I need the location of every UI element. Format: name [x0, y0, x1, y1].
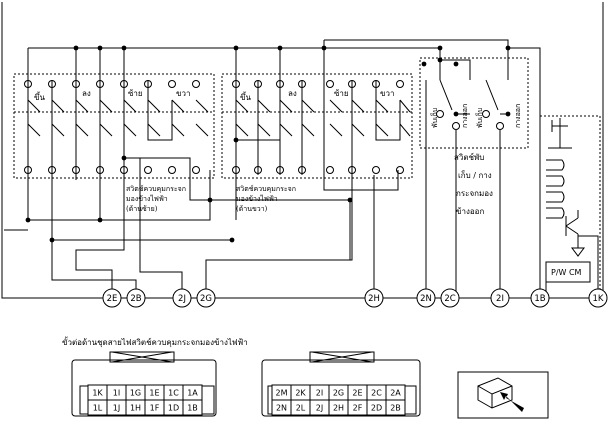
fold-switch-label-1: สวิตช์พับ: [454, 152, 484, 162]
connector-plug-icon: [457, 371, 549, 419]
right-unit-label-2: มองข้างไฟฟ้า: [236, 194, 278, 203]
pin-label: 1L: [93, 404, 103, 413]
terminal-2c: 2C: [444, 294, 455, 304]
fold-switch-label-3: กระจกมอง: [456, 189, 493, 198]
left-unit-label-2: มองข้างไฟฟ้า: [126, 194, 168, 203]
left-unit-wire-a: [27, 48, 211, 221]
pin-label: 2J: [316, 404, 323, 413]
left-unit-wire-g: [75, 158, 125, 298]
connector-caption: ขั้วต่อด้านชุดสายไฟสวิตช์ควบคุมกระจกมองข…: [62, 336, 248, 347]
top-bus-wire-2: [323, 39, 509, 60]
left-unit-wire-b: [51, 80, 232, 241]
pin-label: 2M: [276, 389, 288, 398]
pwcm-box: [545, 261, 591, 283]
top-bus-wire: [27, 47, 441, 80]
terminal-1b: 1B: [534, 294, 545, 304]
pin-label: 2E: [352, 389, 362, 398]
fold-label-b: พับเก็บ: [475, 108, 484, 128]
pin-label: 2C: [371, 389, 382, 398]
pin-label: 2N: [276, 404, 287, 413]
pin-label: 2H: [333, 404, 344, 413]
pin-label: 1C: [168, 389, 179, 398]
fold-switch-label-4: ข้างออก: [456, 207, 484, 216]
right-up-label: ขึ้น: [240, 91, 251, 102]
right-unit-wire-i: [189, 170, 351, 260]
left-right-label: ขวา: [176, 89, 190, 98]
terminal-2e: 2E: [107, 294, 118, 304]
junction-dots: [25, 45, 511, 243]
extend-label-b: กางออก: [514, 104, 522, 128]
pin-label: 1F: [150, 404, 160, 413]
pwcm-mosfet: [548, 118, 572, 149]
right-left-label: ซ้าย: [334, 89, 349, 98]
terminal-2n: 2N: [420, 294, 432, 304]
pwcm-frame: [540, 115, 601, 298]
fold-switch-label-2: เก็บ / กาง: [458, 170, 492, 180]
pin-label: 2I: [316, 389, 323, 398]
pin-label: 1D: [168, 404, 179, 413]
bus-to-pwcm: [508, 47, 541, 120]
terminal-2b: 2B: [130, 294, 141, 304]
pin-label: 1J: [113, 404, 120, 413]
left-unit-label-1: สวิตช์ควบคุมกระจก: [126, 185, 186, 193]
pin-cell: [182, 399, 203, 416]
left-down-label: ลง: [82, 89, 91, 98]
connector-1-pins: 1K 1I 1G 1E 1C 1A 1L 1J 1H 1F 1D 1B: [87, 384, 203, 416]
right-unit-label-1: สวิตช์ควบคุมกระจก: [236, 185, 296, 193]
pin-label: 1A: [187, 389, 198, 398]
pin-label: 1G: [130, 389, 141, 398]
pin-label: 1I: [113, 389, 120, 398]
right-unit-wire-j: [139, 158, 183, 298]
right-unit-wire-f: [205, 80, 353, 298]
pin-label: 1E: [149, 389, 159, 398]
right-right-label: ขวา: [380, 89, 394, 98]
connector-2-pins: 2M 2K 2I 2G 2E 2C 2A 2N 2L 2J 2H 2F 2D 2B: [271, 384, 406, 416]
right-unit-label-3: (ด้านขวา): [236, 205, 268, 213]
terminal-2i: 2I: [496, 294, 504, 304]
fold-switch-box: [419, 57, 529, 149]
terminal-2g: 2G: [200, 294, 212, 304]
outer-frame-wire: [1, 2, 604, 299]
coil-symbol: [546, 159, 565, 219]
fold-label-a: พับเก็บ: [430, 108, 439, 128]
pin-cell: [385, 399, 406, 416]
right-switch-contacts: [232, 80, 411, 174]
left-unit-wire-e: [123, 48, 191, 170]
right-unit-wire-l: [51, 240, 137, 298]
fold-switch-contacts: [436, 79, 504, 130]
right-unit-wire-g: [375, 80, 401, 141]
left-switch-box: [13, 73, 215, 179]
pin-label: 1K: [92, 389, 103, 398]
pin-label: 2A: [390, 389, 401, 398]
left-switch-contacts: [24, 80, 209, 174]
pwcm-transistor: [565, 210, 599, 298]
right-unit-wire-e: [323, 48, 399, 191]
left-unit-label-3: (ด้านซ้าย): [126, 205, 158, 213]
pin-label: 2B: [390, 404, 401, 413]
pwcm-label: P/W CM: [551, 268, 582, 277]
right-down-label: ลง: [288, 89, 297, 98]
left-unit-wire-f: [147, 80, 173, 141]
right-switch-box: [221, 73, 413, 179]
terminal-2j: 2J: [178, 294, 186, 304]
pwcm-ground: [571, 247, 585, 257]
top-bus-wire-3: [439, 48, 471, 80]
pin-label: 1H: [130, 404, 141, 413]
left-left-label: ซ้าย: [128, 89, 143, 98]
plug-arrow-icon: [500, 392, 524, 412]
terminal-2h: 2H: [368, 294, 380, 304]
terminal-1k: 1K: [593, 294, 604, 304]
terminal-circles: [102, 288, 608, 308]
extend-label-a: กางออก: [461, 104, 469, 128]
pin-label: 2F: [353, 404, 363, 413]
pin-label: 2K: [295, 389, 306, 398]
pin-label: 2G: [333, 389, 344, 398]
left-up-label: ขึ้น: [34, 91, 45, 102]
pin-label: 1B: [187, 404, 198, 413]
pin-label: 2D: [371, 404, 382, 413]
pin-label: 2L: [296, 404, 306, 413]
